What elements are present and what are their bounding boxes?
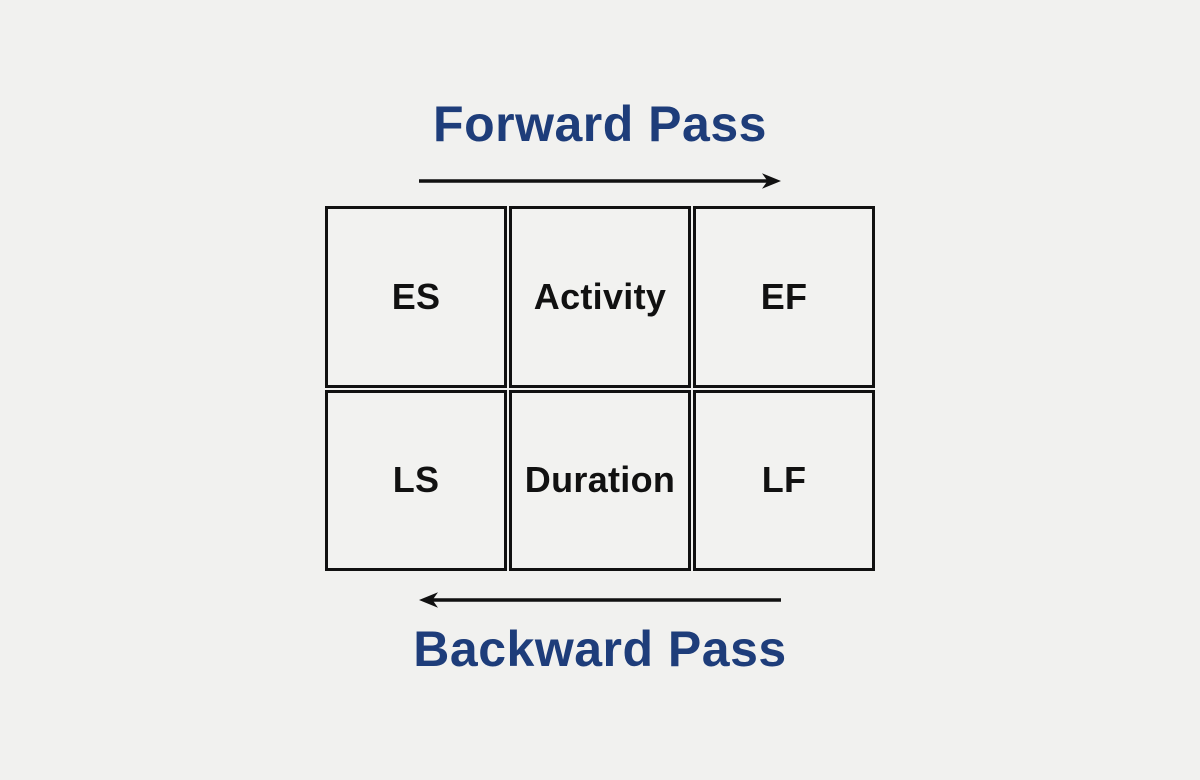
cell-early-start: ES: [325, 206, 507, 388]
cell-early-finish: EF: [693, 206, 875, 388]
cell-late-start-label: LS: [392, 459, 440, 501]
backward-arrow-icon: [418, 589, 782, 611]
cell-activity-label: Activity: [533, 275, 667, 317]
cell-early-finish-label: EF: [760, 275, 808, 317]
forward-arrow-icon: [418, 170, 782, 192]
cell-early-start-label: ES: [391, 275, 441, 317]
cell-duration: Duration: [509, 389, 691, 571]
cell-late-finish: LF: [693, 389, 875, 571]
activity-node-grid: ES Activity EF LS Duration LF: [325, 206, 875, 571]
cell-late-finish-label: LF: [761, 459, 807, 501]
forward-pass-title: Forward Pass: [433, 96, 767, 152]
cell-late-start: LS: [325, 389, 507, 571]
backward-pass-title: Backward Pass: [413, 621, 787, 677]
cell-activity: Activity: [509, 206, 691, 388]
cell-duration-label: Duration: [524, 459, 676, 501]
